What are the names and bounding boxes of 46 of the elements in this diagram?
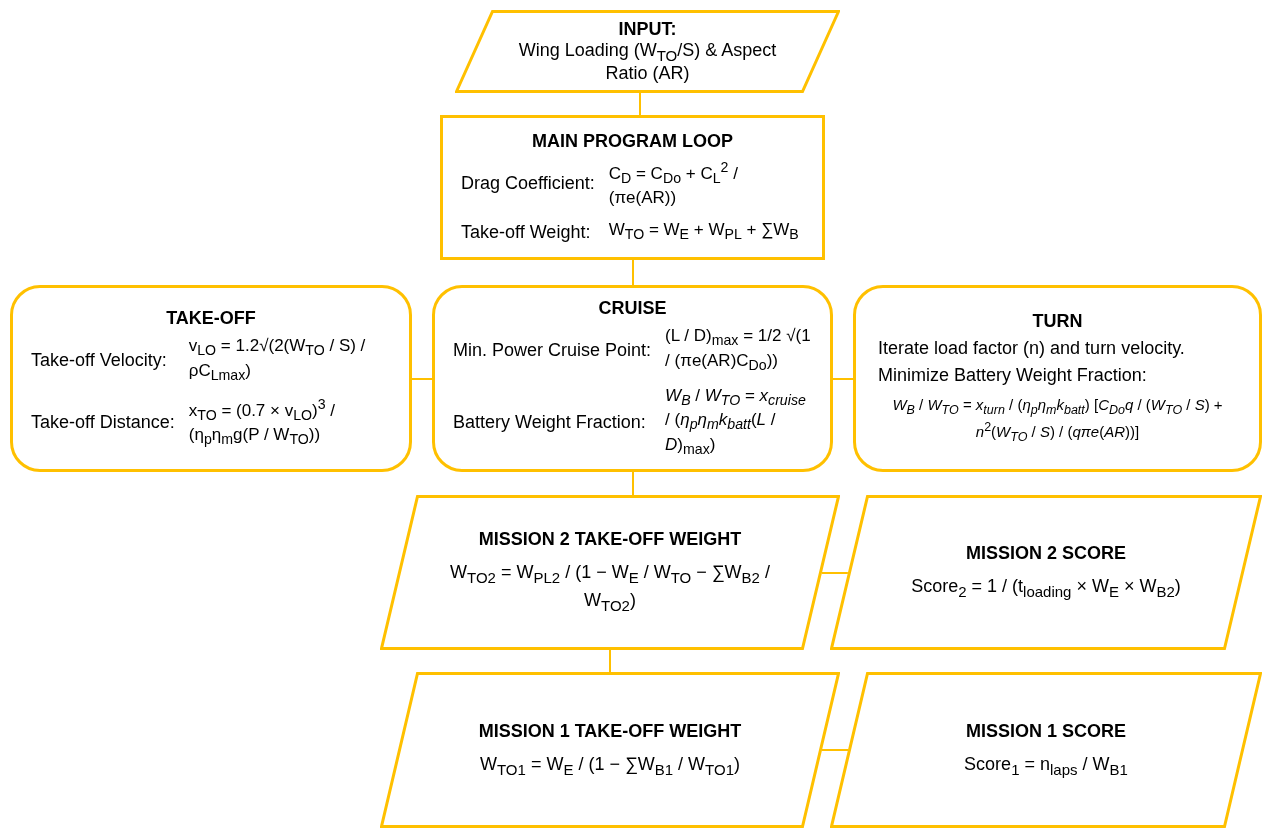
rounded-process-box (432, 285, 833, 472)
connector-line (632, 259, 634, 286)
heading: MISSION 1 SCORE (966, 720, 1126, 742)
formula: Score$_{1}$ = n$_{laps}$ / W$_{B1}$ (964, 752, 1128, 780)
formula: Score$_{2}$ = 1 / (t$_{loading}$ × W$_{E}$ × W$_{B2}$) (911, 575, 1181, 602)
output-parallelogram (830, 672, 1262, 828)
connector-line (820, 572, 849, 574)
formula: W$_{B}$ / W$_{TO}$ = x$_{cruise}$ / (η$_{p}$η$_{m}$k$_{batt}$(L / D)$_{max}$) (665, 384, 807, 460)
output-parallelogram (380, 672, 840, 828)
connector-line (411, 378, 433, 380)
connector-line (632, 471, 634, 496)
input-parallelogram (455, 10, 840, 93)
connector-line (639, 92, 641, 116)
formula: v$_{LO}$ = 1.2√(2(W$_{TO}$ / S) / ρC$_{Lmax}$) (188, 335, 367, 385)
description: Iterate load factor (n) and turn velocity. (877, 337, 1186, 359)
heading: TAKE-OFF (166, 308, 256, 330)
connector-line (609, 649, 611, 673)
output-parallelogram (830, 495, 1262, 650)
description: Minimize Battery Weight Fraction: (877, 364, 1148, 386)
formula-label: Min. Power Cruise Point: (453, 338, 652, 362)
heading: INPUT: (618, 18, 677, 40)
formula-label: Take-off Distance: (31, 410, 175, 434)
rounded-process-box (853, 285, 1262, 472)
input-description: Wing Loading (W$_{TO}$/S) & Aspect Ratio (AR) (517, 39, 778, 85)
formula: W$_{TO2}$ = W$_{PL2}$ / (1 − W$_{E}$ / W$_{TO}$ − ∑W$_{B2}$ / W$_{TO2}$) (449, 561, 771, 616)
process-box (440, 115, 825, 260)
output-parallelogram (380, 495, 840, 650)
heading: MAIN PROGRAM LOOP (532, 130, 733, 152)
heading: TURN (1032, 310, 1083, 332)
connector-line (832, 378, 854, 380)
formula: C$_{D}$ = C$_{Do}$ + C$_{L}$$^{2}$ / (πe(AR)) (608, 157, 739, 210)
rounded-process-box (10, 285, 412, 472)
heading: CRUISE (598, 297, 667, 319)
formula: W$_{TO}$ = W$_{E}$ + W$_{PL}$ + ∑W$_{B}$ (608, 219, 800, 245)
formula-label: Battery Weight Fraction: (453, 410, 647, 434)
formula-label: Take-off Weight: (461, 220, 592, 244)
formula-label: Drag Coefficient: (461, 172, 595, 195)
connector-line (821, 749, 849, 751)
formula-label: Take-off Velocity: (31, 348, 168, 372)
heading: MISSION 2 SCORE (966, 543, 1126, 565)
heading: MISSION 2 TAKE-OFF WEIGHT (478, 529, 742, 551)
formula: W$_{B}$ / W$_{TO}$ = x$_{turn}$ / (η$_{p}$η$_{m}$k$_{batt}$) [C$_{Do}$q / (W$_{TO}$ / S) + n$^{2}$(W$_{TO}$ / S) / (qπe(AR))] (891, 394, 1224, 446)
formula: W$_{TO1}$ = W$_{E}$ / (1 − ∑W$_{B1}$ / W$_{TO1}$) (479, 752, 740, 780)
heading: MISSION 1 TAKE-OFF WEIGHT (478, 720, 742, 742)
formula: x$_{TO}$ = (0.7 × v$_{LO}$)$^{3}$ / (η$_{p}$η$_{m}$g(P / W$_{TO}$)) (188, 394, 337, 449)
formula: (L / D)$_{max}$ = 1/2 √(1 / (πe(AR)C$_{Do}$)) (665, 324, 812, 375)
